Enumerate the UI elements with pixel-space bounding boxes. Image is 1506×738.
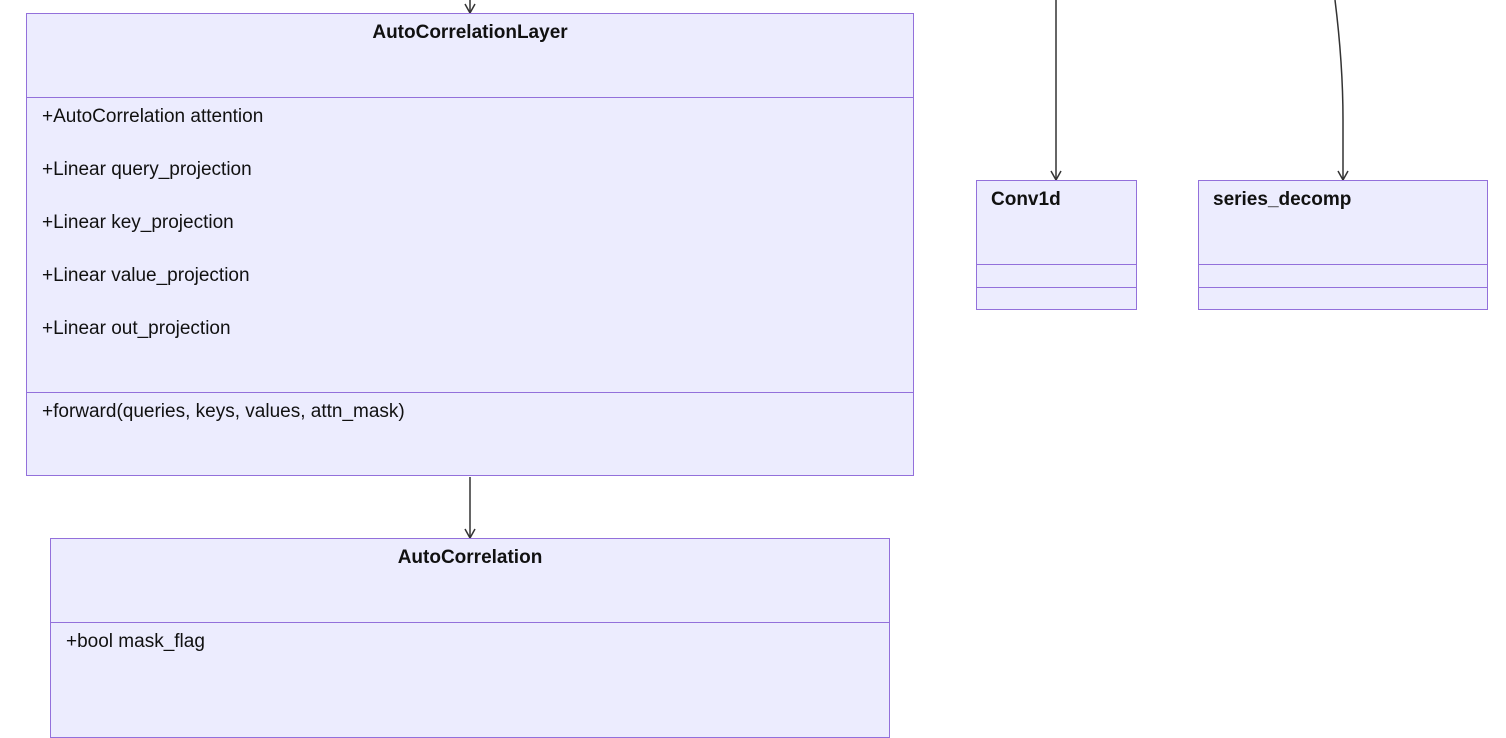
class-name-section: AutoCorrelation [51,539,889,623]
attribute: +Linear out_projection [42,318,231,339]
edge-to-series-decomp [1334,0,1349,182]
class-series-decomp[interactable]: series_decomp [1198,180,1488,310]
methods-section [1199,287,1487,309]
attribute: +Linear value_projection [42,265,250,286]
class-name: AutoCorrelationLayer [372,22,568,43]
class-name: series_decomp [1213,189,1352,210]
class-name-section: series_decomp [1199,181,1487,265]
class-autocorrelation-layer[interactable]: AutoCorrelationLayer +AutoCorrelation at… [26,13,914,476]
attributes-section [1199,264,1487,288]
methods-section: +forward(queries, keys, values, attn_mas… [27,392,913,475]
method: +forward(queries, keys, values, attn_mas… [42,401,405,422]
attribute: +AutoCorrelation attention [42,106,264,127]
methods-section [977,287,1136,309]
class-name-section: AutoCorrelationLayer [27,14,913,98]
attributes-section: +AutoCorrelation attention +Linear query… [27,97,913,393]
class-name: Conv1d [991,189,1061,210]
attributes-section [977,264,1136,288]
attribute: +Linear key_projection [42,212,234,233]
class-name-section: Conv1d [977,181,1136,265]
class-conv1d[interactable]: Conv1d [976,180,1137,310]
attribute: +bool mask_flag [66,631,205,652]
class-name: AutoCorrelation [397,547,543,568]
attribute: +Linear query_projection [42,159,252,180]
class-autocorrelation[interactable]: AutoCorrelation +bool mask_flag [50,538,890,738]
attributes-section: +bool mask_flag [51,622,889,737]
relation-edges [464,0,1349,540]
